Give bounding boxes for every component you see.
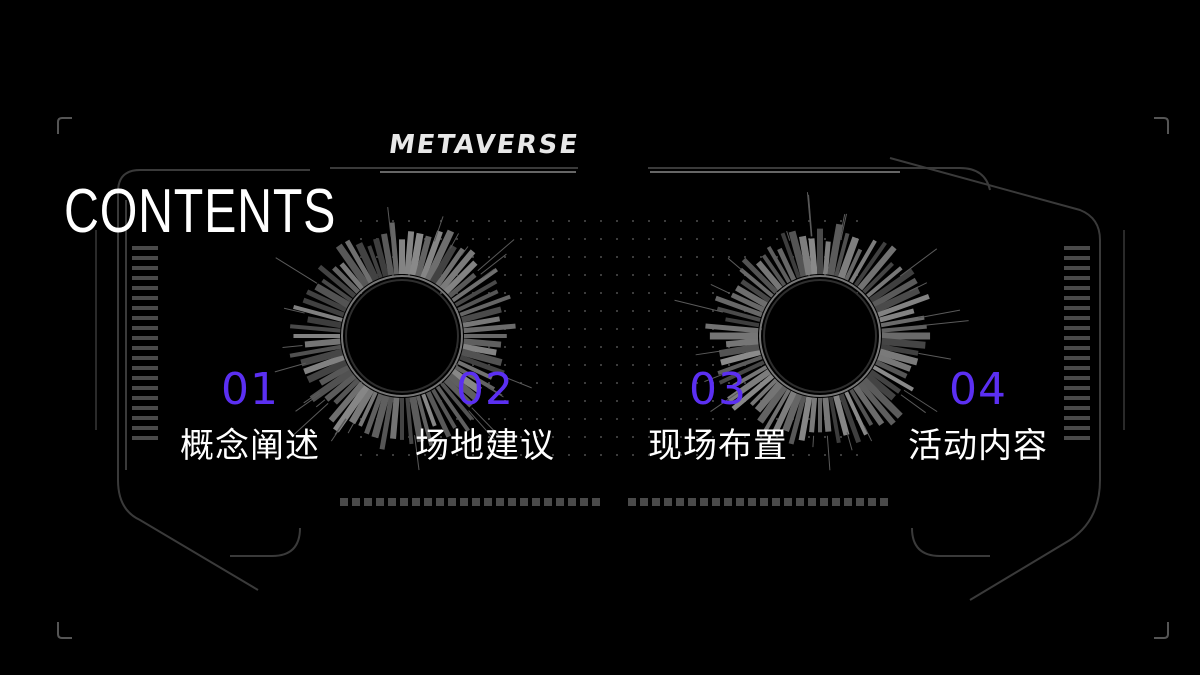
item-label: 场地建议 xyxy=(415,426,555,466)
item-number: 02 xyxy=(456,364,514,415)
item-label: 活动内容 xyxy=(908,426,1048,466)
contents-item-03[interactable]: 03 现场布置 xyxy=(618,364,818,466)
page-title: CONTENTS xyxy=(64,177,337,246)
contents-item-01[interactable]: 01 概念阐述 xyxy=(150,364,350,466)
metaverse-logo: METAVERSE xyxy=(386,130,582,160)
item-label: 概念阐述 xyxy=(180,426,320,466)
item-label: 现场布置 xyxy=(648,426,788,466)
item-number: 03 xyxy=(689,364,747,415)
item-number: 01 xyxy=(221,364,279,415)
item-number: 04 xyxy=(949,364,1007,415)
contents-item-02[interactable]: 02 场地建议 xyxy=(385,364,585,466)
contents-item-04[interactable]: 04 活动内容 xyxy=(878,364,1078,466)
